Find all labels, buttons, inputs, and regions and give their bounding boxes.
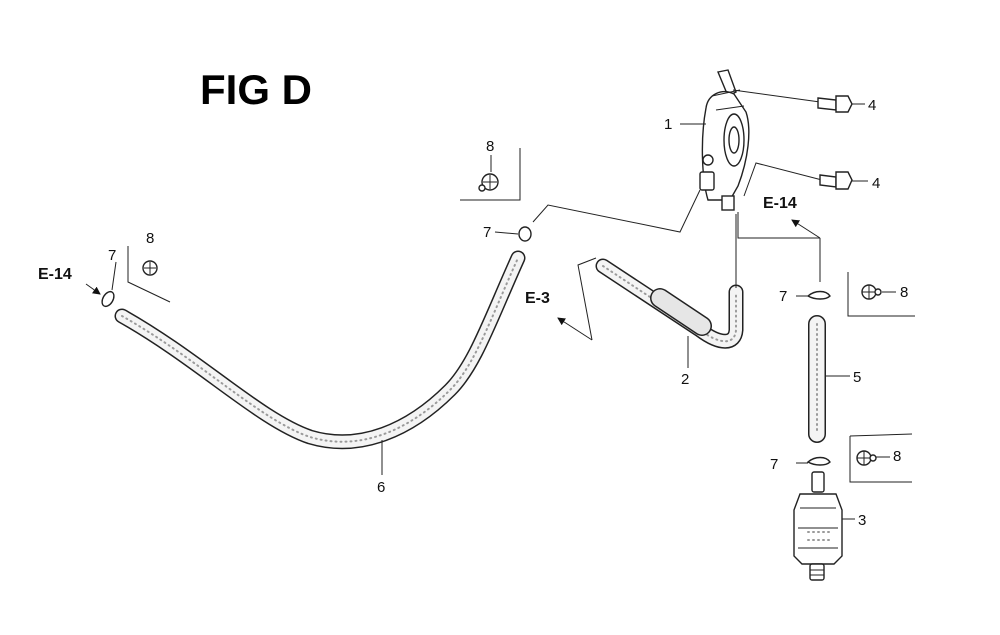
bolt-upper (732, 89, 853, 113)
fuel-filter (793, 471, 843, 581)
callout-hose-long: 6 (377, 479, 385, 496)
clip-left (101, 290, 115, 308)
leader-valve-line (532, 189, 701, 233)
ref-e3: E-3 (525, 290, 550, 307)
callout-clip-valve: 7 (483, 224, 491, 241)
callout-fuel-filter: 3 (858, 512, 866, 529)
bracket-clamp-right-top (847, 272, 915, 317)
clamp-right-bottom (856, 450, 877, 466)
bracket-clamp-top-middle (460, 148, 521, 201)
bolt-lower (743, 162, 853, 197)
clip-right-top (806, 290, 831, 300)
clamp-left (142, 260, 158, 276)
arrow-e14-left (85, 283, 101, 295)
leader-e3 (577, 257, 597, 341)
callout-clamp-right-top: 8 (900, 284, 908, 301)
arrow-e3 (557, 317, 593, 341)
bracket-clamp-left (127, 246, 171, 303)
callout-clip-right-bottom: 7 (770, 456, 778, 473)
callout-clamp-top-middle: 8 (486, 138, 494, 155)
clamp-top-middle (478, 173, 499, 192)
leader-valve-outlet (737, 212, 820, 239)
callout-clip-left: 7 (108, 247, 116, 264)
hose-short (595, 258, 744, 349)
clip-valve (518, 226, 532, 242)
ref-e14-right: E-14 (763, 195, 797, 212)
callout-bolt-upper: 4 (868, 97, 876, 114)
leader-clip-valve (494, 231, 519, 235)
leader-clip-left (111, 261, 117, 291)
callout-clamp-left: 8 (146, 230, 154, 247)
callout-clamp-right-bottom: 8 (893, 448, 901, 465)
clamp-right-top (861, 284, 882, 300)
hose-long (114, 250, 526, 450)
arrow-e14-right (791, 219, 821, 239)
callout-hose-short: 2 (681, 371, 689, 388)
callout-clip-right-top: 7 (779, 288, 787, 305)
clip-right-bottom (806, 456, 831, 466)
fuel-valve (699, 69, 750, 211)
figure-title: FIG D (200, 66, 312, 113)
ref-e14-left: E-14 (38, 266, 72, 283)
callout-hose-middle: 5 (853, 369, 861, 386)
bracket-clamp-right-bottom-top (849, 433, 913, 437)
callout-fuel-valve: 1 (664, 116, 672, 133)
callout-bolt-lower: 4 (872, 175, 880, 192)
bracket-clamp-right-bottom (849, 436, 912, 483)
